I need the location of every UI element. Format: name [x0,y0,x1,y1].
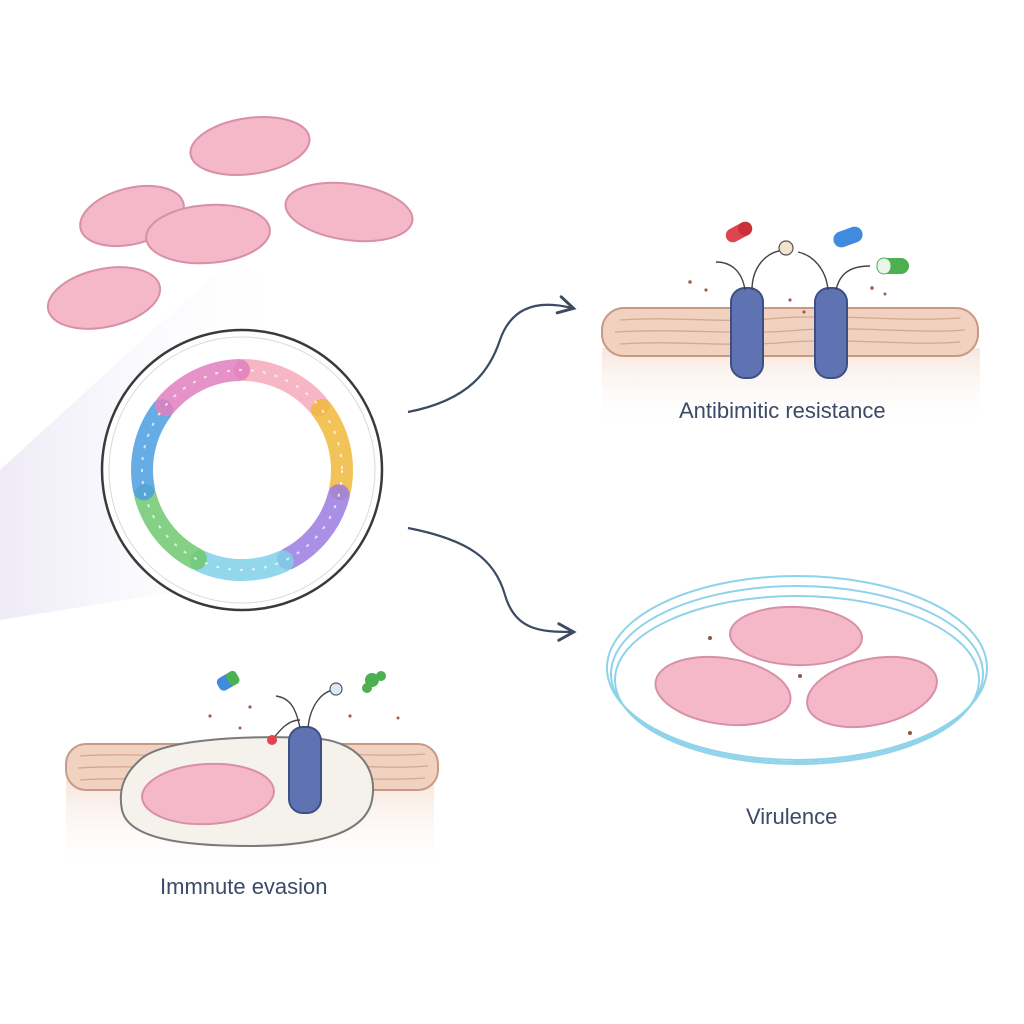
antigen-green [362,671,386,693]
drug-molecule [329,682,343,696]
antigen-red [267,735,277,745]
immune-evasion-label: Immnute evasion [160,874,328,899]
arrow-to-antibiotic-resistance [407,295,577,414]
plasmid-segment [134,484,207,570]
virulence-label: Virulence [746,804,838,829]
plasmid-magnifier [100,328,384,612]
bacterium [654,655,792,727]
antibiotic-resistance-illustration [601,221,980,428]
bacterium [806,655,938,729]
immune-evasion-illustration [65,670,439,875]
bacterium [189,116,311,176]
bacteria-cluster [46,116,414,330]
bacterium [141,762,275,826]
debris-dots [688,280,887,314]
bacterium [46,266,162,330]
capsule-rings [606,575,988,765]
plasmid-segment [311,399,353,501]
efflux-pump [730,287,764,379]
plasmid-ring [131,359,353,581]
arrow-to-virulence [407,526,577,642]
bacterium [145,203,271,265]
plasmid-highlight [141,369,343,571]
antibiotic-resistance-label: Antibimitic resistance [679,398,886,423]
bacterium [729,605,863,667]
antibiotic-pill-blue [833,226,863,248]
debris-dots [208,705,400,730]
bacterium [284,181,414,243]
pump-tendrils [715,249,871,291]
surface-protein [288,726,322,814]
debris-dots [708,636,912,735]
plasmid-segment [190,550,294,581]
plasmid-segment [277,484,350,570]
drug-molecule [778,240,794,256]
membrane-floor [602,348,980,428]
membrane-texture [614,316,966,345]
virulence-illustration [606,575,988,765]
antibiotic-pill-green [876,257,909,275]
antibiotic-pill-red [725,221,753,243]
cell-membrane [601,307,979,357]
efflux-pump [814,287,848,379]
antigen-pill-teal [216,670,240,691]
